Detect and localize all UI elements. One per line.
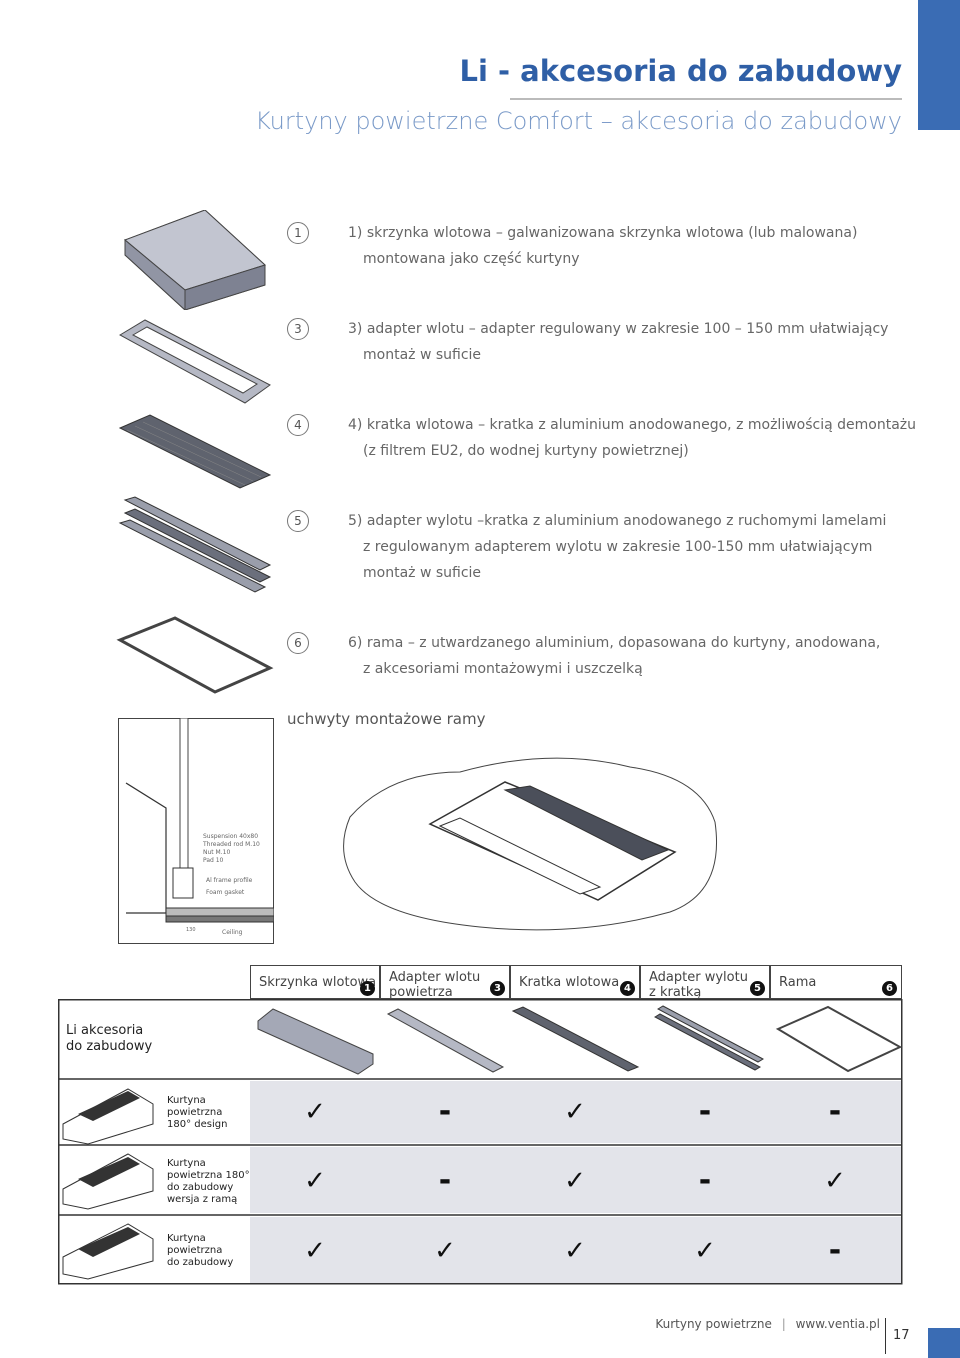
item-number-6: 6 — [287, 632, 309, 654]
cell-r1-c2: - — [438, 1094, 452, 1129]
cell-r3-c5: - — [828, 1233, 842, 1268]
item-description-1: 1) skrzynka wlotowa – galwanizowana skrz… — [348, 225, 858, 267]
page-subtitle: Kurtyny powietrzne Comfort – akcesoria d… — [255, 107, 902, 135]
column-header-inlet-grille: Kratka wlotowa 4 — [510, 965, 640, 999]
item-number-4: 4 — [287, 414, 309, 436]
item-description-4: 4) kratka wlotowa – kratka z aluminium a… — [348, 417, 917, 459]
item-number-1: 1 — [287, 222, 309, 244]
cell-r3-c3: ✓ — [564, 1236, 586, 1266]
cell-r1-c5: - — [828, 1094, 842, 1129]
label-nut: Nut M.10 — [203, 849, 230, 856]
label-dimension: 130 — [186, 927, 196, 933]
row-image-180-frame — [62, 1153, 154, 1210]
column-header-frame: Rama 6 — [770, 965, 902, 999]
footer-url[interactable]: www.ventia.pl — [795, 1317, 880, 1331]
cell-r1-c4: - — [698, 1094, 712, 1129]
footer-text: Kurtyny powietrzne — [655, 1317, 772, 1331]
label-ceiling: Ceiling — [222, 929, 243, 936]
cell-r2-c4: - — [698, 1163, 712, 1198]
item-description-3: 3) adapter wlotu – adapter regulowany w … — [348, 321, 889, 363]
item-description-5: 5) adapter wylotu –kratka z aluminium an… — [348, 513, 887, 581]
label-frame-profile: Al frame profile — [206, 877, 253, 884]
mounting-caption: uchwyty montażowe ramy — [287, 710, 486, 728]
page-title: Li - akcesoria do zabudowy — [459, 54, 902, 88]
accent-bar-bottom — [928, 1328, 960, 1358]
cell-r2-c3: ✓ — [564, 1166, 586, 1196]
cell-r3-c4: ✓ — [694, 1236, 716, 1266]
item-number-5: 5 — [287, 510, 309, 532]
outlet-adapter-illustration — [118, 496, 272, 593]
row-image-built-in — [62, 1223, 154, 1280]
cell-r2-c1: ✓ — [304, 1166, 326, 1196]
label-suspension: Suspension 40x80 — [203, 833, 258, 840]
label-threaded-rod: Threaded rod M.10 — [202, 841, 260, 848]
item-description-6: 6) rama – z utwardzanego aluminium, dopa… — [348, 635, 881, 677]
cell-r3-c2: ✓ — [434, 1236, 456, 1266]
accent-bar-top — [918, 0, 960, 130]
label-pad: Pad 10 — [203, 857, 224, 864]
cell-r1-c3: ✓ — [564, 1097, 586, 1127]
row-image-180-design — [62, 1088, 154, 1145]
label-foam-gasket: Foam gasket — [206, 889, 245, 896]
footer: Kurtyny powietrzne | www.ventia.pl — [655, 1317, 880, 1331]
column-header-inlet-box: Skrzynka wlotowa 1 — [250, 965, 380, 999]
inlet-adapter-illustration — [118, 319, 271, 404]
page-number: 17 — [893, 1328, 910, 1343]
cell-r3-c1: ✓ — [304, 1236, 326, 1266]
footer-divider — [885, 1318, 886, 1354]
accessories-table — [58, 999, 903, 1285]
cell-r2-c2: - — [438, 1163, 452, 1198]
inlet-grille-illustration — [118, 414, 272, 489]
mounting-section-drawing: Suspension 40x80 Threaded rod M.10 Nut M… — [118, 718, 274, 944]
item-number-3: 3 — [287, 318, 309, 340]
title-divider — [510, 98, 902, 100]
inlet-box-illustration — [124, 210, 266, 310]
cell-r1-c1: ✓ — [304, 1097, 326, 1127]
cell-r2-c5: ✓ — [824, 1166, 846, 1196]
frame-illustration — [116, 616, 274, 694]
ceiling-installation-illustration — [343, 757, 717, 931]
